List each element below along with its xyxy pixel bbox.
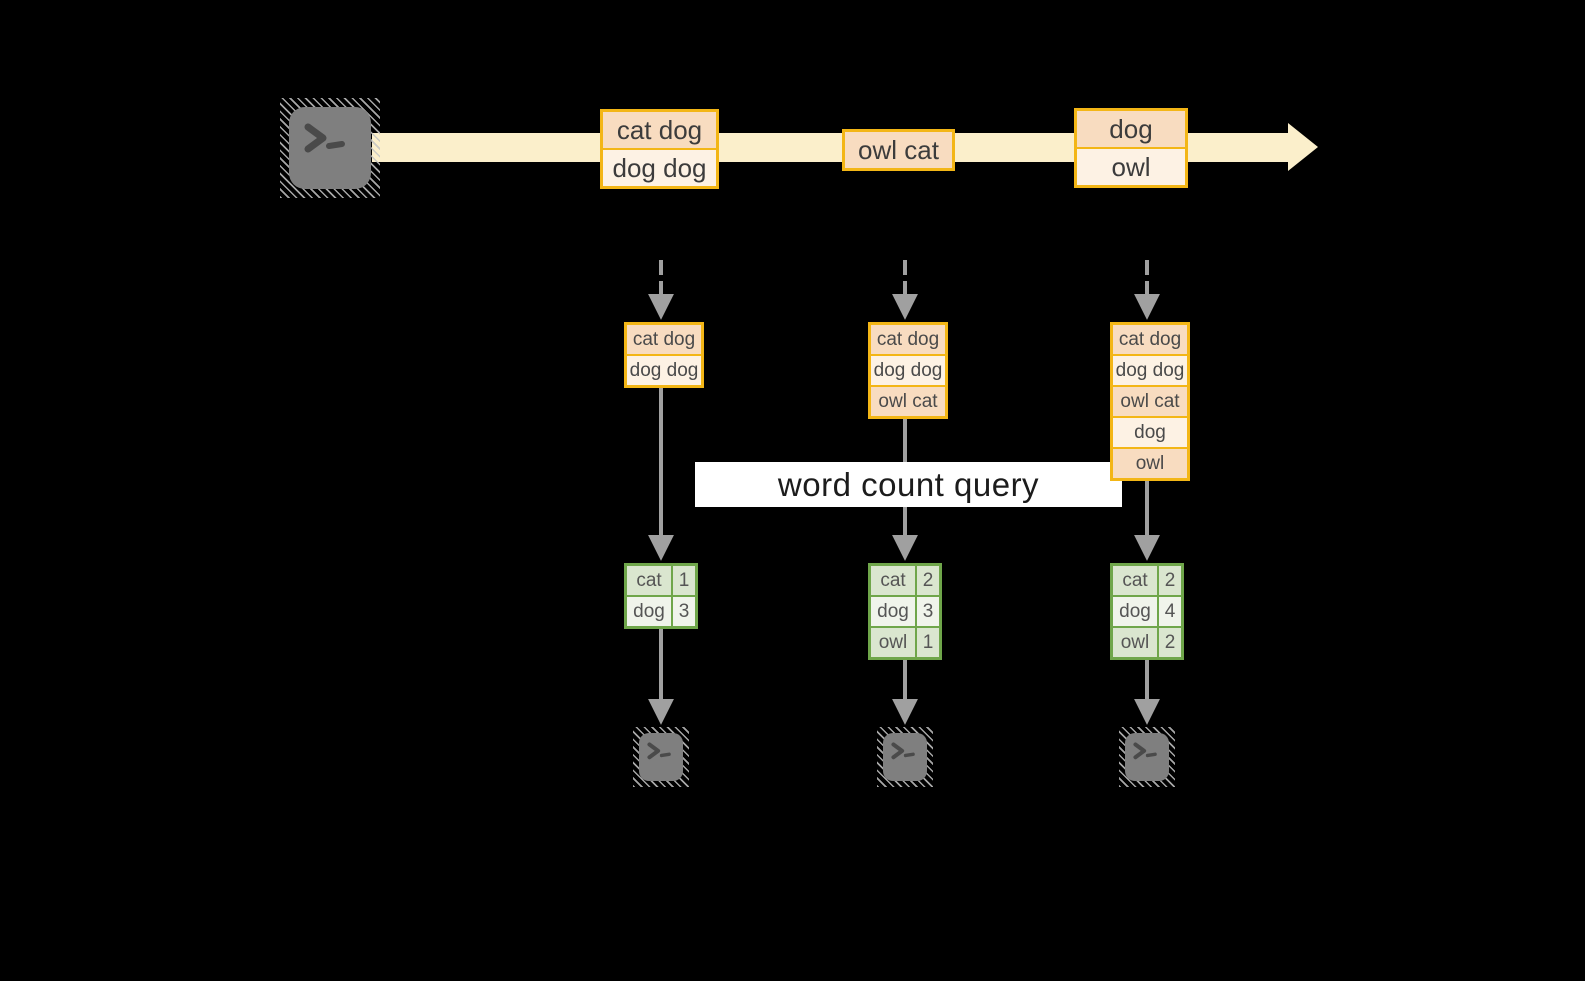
- terminal-prompt-icon: [1125, 733, 1169, 781]
- count-value: 2: [1159, 566, 1181, 595]
- record-line: cat dog: [603, 112, 716, 148]
- count-value: 1: [917, 628, 939, 657]
- count-value: 2: [917, 566, 939, 595]
- stream-record-1: cat dog dog dog: [600, 109, 719, 189]
- count-row: owl 2: [1113, 626, 1181, 657]
- state-stack-col1: cat dog dog dog: [624, 322, 704, 388]
- query-label-band: word count query: [695, 462, 1122, 507]
- stream-record-3: dog owl: [1074, 108, 1188, 188]
- count-word: owl: [871, 628, 917, 657]
- state-line: dog dog: [871, 354, 945, 385]
- state-line: dog: [1113, 416, 1187, 447]
- terminal-sink-icon-2: [877, 727, 933, 787]
- count-table-col2: cat 2 dog 3 owl 1: [868, 563, 942, 660]
- record-line: dog dog: [603, 148, 716, 186]
- count-word: cat: [1113, 566, 1159, 595]
- state-line: cat dog: [627, 325, 701, 354]
- count-row: dog 4: [1113, 595, 1181, 626]
- count-row: dog 3: [871, 595, 939, 626]
- count-word: dog: [1113, 597, 1159, 626]
- terminal-sink-icon-1: [633, 727, 689, 787]
- state-line: owl cat: [871, 385, 945, 416]
- state-line: owl: [1113, 447, 1187, 478]
- prompt-glyph-icon: [304, 123, 345, 153]
- state-line: dog dog: [627, 354, 701, 385]
- count-value: 1: [673, 566, 695, 595]
- stream-arrowhead: [1288, 123, 1318, 171]
- count-value: 4: [1159, 597, 1181, 626]
- count-word: dog: [627, 597, 673, 626]
- prompt-glyph-icon: [1133, 742, 1157, 760]
- count-table-col3: cat 2 dog 4 owl 2: [1110, 563, 1184, 660]
- count-word: owl: [1113, 628, 1159, 657]
- count-value: 3: [673, 597, 695, 626]
- count-table-col1: cat 1 dog 3: [624, 563, 698, 629]
- count-row: cat 2: [1113, 566, 1181, 595]
- terminal-sink-icon-3: [1119, 727, 1175, 787]
- state-line: dog dog: [1113, 354, 1187, 385]
- record-line: owl cat: [845, 132, 952, 168]
- state-line: cat dog: [1113, 325, 1187, 354]
- record-line: dog: [1077, 111, 1185, 147]
- state-stack-col3: cat dog dog dog owl cat dog owl: [1110, 322, 1190, 481]
- count-value: 2: [1159, 628, 1181, 657]
- state-line: owl cat: [1113, 385, 1187, 416]
- count-value: 3: [917, 597, 939, 626]
- state-line: cat dog: [871, 325, 945, 354]
- terminal-source-icon: [280, 98, 380, 198]
- query-label: word count query: [777, 465, 1040, 503]
- count-row: cat 2: [871, 566, 939, 595]
- count-word: dog: [871, 597, 917, 626]
- count-word: cat: [627, 566, 673, 595]
- prompt-glyph-icon: [647, 742, 671, 760]
- count-word: cat: [871, 566, 917, 595]
- count-row: owl 1: [871, 626, 939, 657]
- stream-record-2: owl cat: [842, 129, 955, 171]
- prompt-glyph-icon: [891, 742, 915, 760]
- count-row: cat 1: [627, 566, 695, 595]
- terminal-prompt-icon: [883, 733, 927, 781]
- record-line: owl: [1077, 147, 1185, 185]
- state-stack-col2: cat dog dog dog owl cat: [868, 322, 948, 419]
- terminal-prompt-icon: [289, 107, 371, 189]
- terminal-prompt-icon: [639, 733, 683, 781]
- count-row: dog 3: [627, 595, 695, 626]
